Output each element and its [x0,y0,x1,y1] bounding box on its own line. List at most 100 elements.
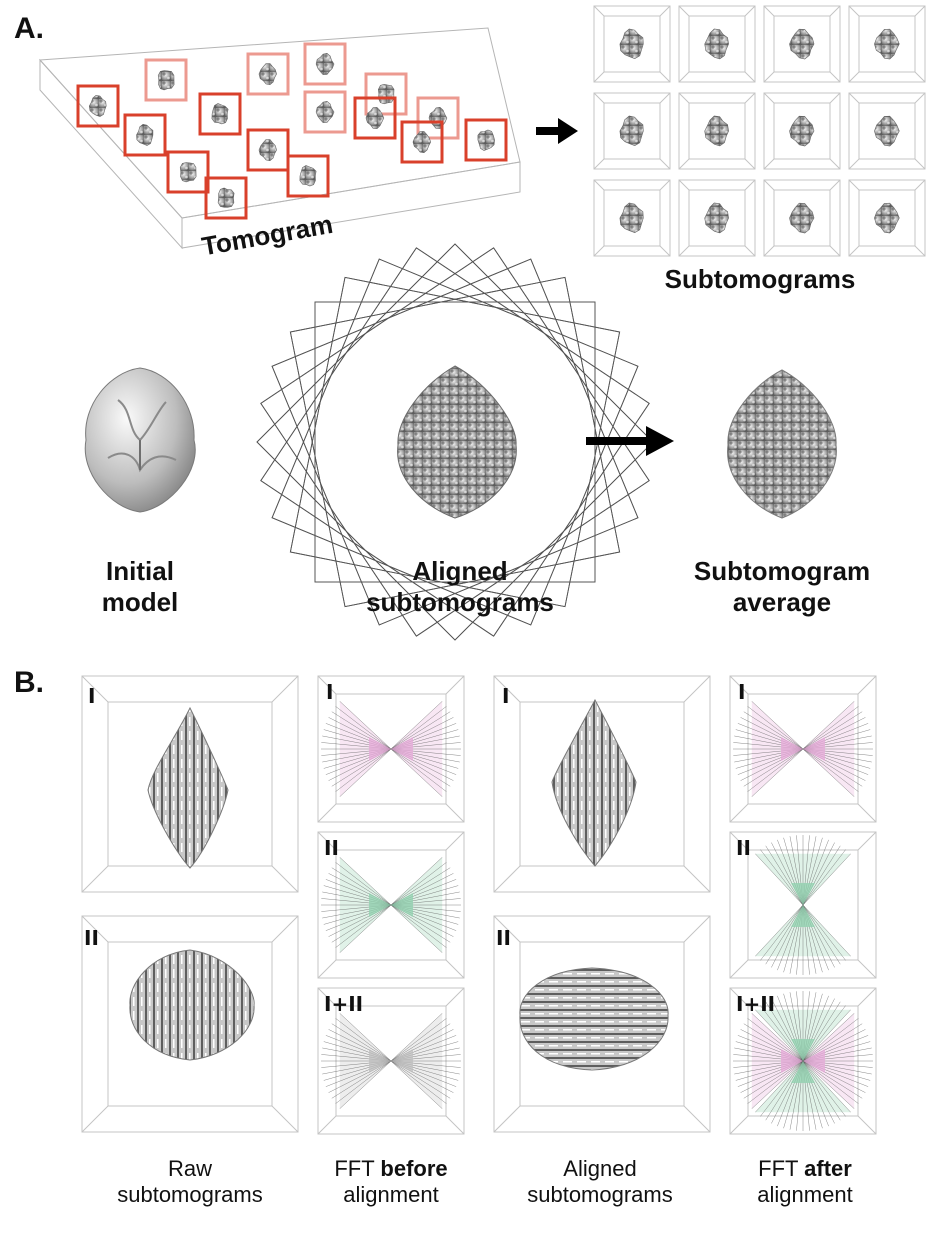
fft-after-bold: after [804,1156,852,1181]
tomogram-particle-box-16 [204,176,248,220]
fft-before-i-marker: I [326,680,334,704]
raw-i-box [81,675,299,893]
rotated-subtomogram-box-13 [256,243,654,641]
subtomogram-cell-6 [678,92,756,170]
tomogram-particle-8 [377,83,395,105]
tomogram-particle-11 [258,139,277,162]
fft-after-caption: FFT after alignment [710,1156,900,1209]
rotated-subtomogram-box-10 [289,276,621,608]
subtomogram-cell-2 [678,5,756,83]
initial-model-label: Initial model [60,556,220,618]
aligned-line-1: Aligned [412,556,508,586]
tomogram-particle-box-10 [416,96,460,140]
tomogram-particle-box-15 [464,118,508,162]
tomogram-particle-box-11 [246,128,290,172]
fft-after-line-1: FFT after [710,1156,900,1182]
average-line-1: Subtomogram [693,556,871,586]
average-line-2: average [732,587,832,618]
tomogram-particle-box-13 [286,154,330,198]
rotated-subtomogram-box-11 [271,258,639,626]
subtomogram-particle-4 [874,28,900,60]
tomogram-particle-12 [179,162,197,183]
raw-subtomograms-caption: Raw subtomograms [80,1156,300,1209]
tomogram-particle-box-2 [144,58,188,102]
subtomogram-particle-11 [789,202,815,234]
initial-model-density [84,367,196,513]
raw-ii-box [81,915,299,1133]
raw-caption-line-2: subtomograms [117,1182,263,1208]
fft-after-ii-marker: II [736,836,751,860]
subtomogram-particle-2 [704,28,729,60]
rotated-subtomogram-box-16 [289,276,621,608]
raw-caption-line-1: Raw [167,1156,212,1181]
panel-b-letter: B. [14,666,44,699]
panel-a-letter: A. [14,12,44,45]
arrow-to-subtomograms [536,118,578,144]
aligned-i-box [493,675,711,893]
aligned-density-ii [519,967,669,1071]
subtomogram-particle-12 [874,202,900,234]
subtomogram-cell-12 [848,179,926,257]
aligned-line-2: subtomograms [366,587,554,618]
initial-model-line-2: model [101,587,179,618]
subtomogram-particle-1 [619,28,644,60]
fft-after-i-marker: I [738,680,746,704]
tomogram-particle-box-6 [123,113,167,157]
tomogram-particle-box-1 [76,84,120,128]
tomogram-particle-7 [315,100,335,123]
tomogram-particle-9 [365,107,385,130]
initial-model-line-1: Initial [106,556,174,586]
aligned-subtomograms-label: Aligned subtomograms [350,556,570,618]
arrow-to-average [586,426,674,456]
subtomogram-particle-5 [619,115,644,147]
tomogram-particle-box-12 [166,150,210,194]
rotated-subtomogram-box-15 [271,258,639,626]
subtomogram-cell-7 [763,92,841,170]
subtomogram-cell-9 [593,179,671,257]
tomogram-particle-4 [315,52,335,75]
fft-before-ii-wedge [321,857,461,953]
aligned-density [397,365,517,519]
fft-after-line-2: alignment [757,1182,853,1208]
subtomogram-particle-8 [874,115,900,147]
tomogram-box [38,27,521,250]
subtomogram-average-density [727,369,837,519]
fft-wedges [321,701,873,1131]
tomogram-particle-box-9 [353,96,397,140]
fft-before-line-2: alignment [343,1182,439,1208]
tomogram-particle-box-7 [303,90,347,134]
tomogram-particle-10 [428,106,448,129]
fft-before-caption: FFT before alignment [296,1156,486,1209]
subtomogram-particle-3 [789,28,815,60]
subtomogram-particle-10 [704,202,729,234]
tomogram-particle-6 [136,123,154,146]
fft-before-bold: before [380,1156,448,1181]
subtomogram-cell-3 [763,5,841,83]
fft-after-sum-wedge-i [733,1013,873,1109]
rotated-subtomogram-box-14 [260,247,650,637]
fft-after-pre: FFT [758,1156,805,1181]
tomogram-particle-box-4 [303,42,347,86]
tomogram-particle-1 [88,94,107,117]
aligned-density-i [551,698,637,867]
tomogram-particle-box-5 [198,92,242,136]
aligned-subtomograms-caption: Aligned subtomograms [490,1156,710,1209]
fft-after-sum-wedge-ii [755,991,851,1131]
raw-ii-marker: II [84,926,99,950]
fft-after-i-wedge [733,701,873,797]
tomogram-particle-box-14 [400,120,444,164]
fft-before-i-wedge [321,701,461,797]
raw-i-marker: I [88,684,96,708]
subtomogram-grid [593,5,926,257]
fft-before-ii-marker: II [324,836,339,860]
tomogram-particle-boxes [76,42,508,220]
fft-after-ii-wedge [755,835,851,975]
tomogram-particle-13 [299,165,317,187]
rotated-subtomogram-box-12 [260,247,650,637]
aligned-caption-line-1: Aligned [563,1156,637,1181]
fft-before-line-1: FFT before [296,1156,486,1182]
tomogram-particle-3 [258,63,277,86]
raw-density-ii [129,949,255,1061]
subtomograms-label: Subtomograms [664,264,856,294]
